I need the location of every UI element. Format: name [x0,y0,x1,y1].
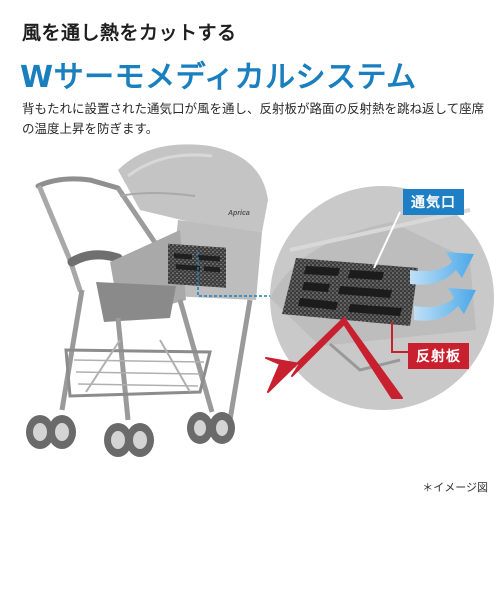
reflector-callout: 反射板 [408,343,469,369]
illustration-note: ＊イメージ図 [422,481,488,494]
airflow-arrow-lower [414,288,476,321]
brand-logo: Aprica [227,210,250,217]
feature-description: 背もたれに設置された通気口が風を通し、反射板が路面の反射熱を跳ね返して座席の温度… [22,101,485,136]
airflow-arrow-upper [410,252,474,285]
vent-callout: 通気口 [403,189,464,215]
stroller: Aprica [26,144,268,457]
page-title: Wサーモメディカルシステム [20,60,417,95]
reflector-callout-line [391,322,408,353]
vent-callout-line [373,211,401,269]
reflected-heat-arrow [265,317,403,399]
section-subtitle: 風を通し熱をカットする [22,22,237,44]
